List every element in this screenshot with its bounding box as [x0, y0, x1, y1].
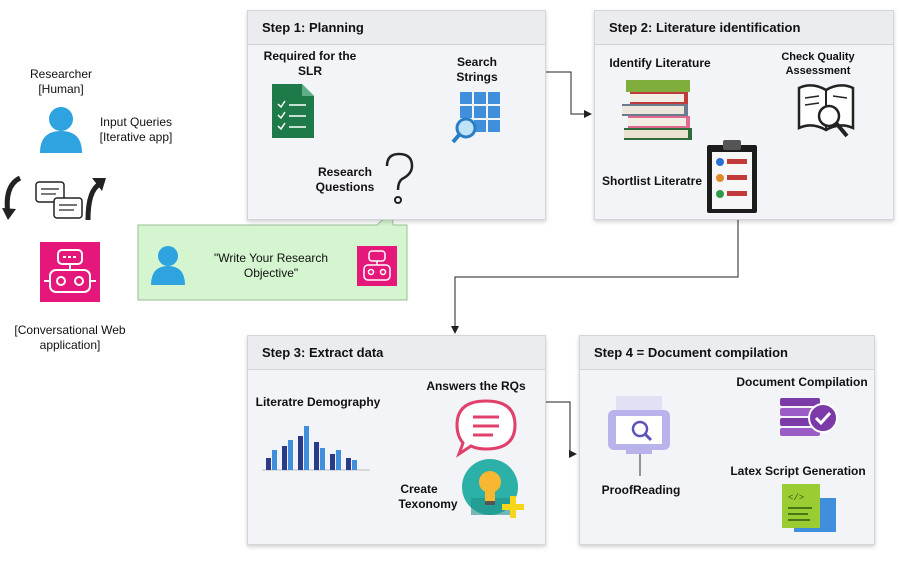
svg-text:</>: </>: [788, 493, 804, 503]
bubble-person-icon: [151, 246, 185, 285]
quality-assessment-line1: Check Quality: [781, 51, 855, 63]
research-questions-line2: Questions: [315, 180, 375, 194]
speech-bubble: [137, 209, 408, 301]
step4-title: Step 4 = Document compilation: [580, 336, 874, 370]
create-taxonomy-line2: Texonomy: [398, 497, 458, 511]
document-checklist-icon: [272, 84, 314, 138]
shortlist-literature-label: Shortlist Literatre: [601, 174, 703, 188]
book-magnifier-icon: [797, 84, 855, 138]
search-strings-line2: Strings: [456, 70, 498, 84]
idea-bulb-icon: [462, 459, 524, 518]
literature-demography-label: Literatre Demography: [255, 395, 381, 409]
iterative-app-label: [Iterative app]: [99, 130, 173, 144]
document-compilation-label: Document Compilation: [736, 375, 868, 389]
identify-literature-label: Identify Literature: [609, 56, 711, 70]
chatbot-robot-icon: [40, 242, 100, 302]
step3-title: Step 3: Extract data: [248, 336, 545, 370]
chat-bubble-icon: [455, 399, 517, 458]
answers-rqs-label: Answers the RQs: [426, 379, 526, 393]
bubble-text-line1: "Write Your Research: [213, 251, 329, 265]
clipboard-list-icon: [707, 140, 757, 213]
books-stack-icon: [622, 80, 692, 140]
bubble-text-line2: Objective": [243, 266, 299, 280]
stacked-layers-check-icon: [780, 398, 838, 436]
researcher-role: [Human]: [38, 82, 84, 96]
question-mark-icon: [385, 152, 414, 204]
search-grid-icon: [451, 92, 500, 144]
researcher-label: Researcher: [29, 67, 93, 81]
bubble-robot-icon: [357, 246, 397, 286]
step1-title: Step 1: Planning: [248, 11, 545, 45]
bar-chart-icon: [262, 426, 370, 471]
researcher-person-icon: [40, 107, 82, 153]
input-queries-label: Input Queries: [99, 115, 173, 129]
web-app-label-line1: [Conversational Web: [14, 323, 126, 337]
proofreading-label: ProofReading: [601, 483, 681, 497]
web-app-label-line2: application]: [39, 338, 101, 352]
code-document-icon: </>: [782, 484, 836, 532]
latex-generation-label: Latex Script Generation: [730, 464, 866, 478]
search-strings-line1: Search: [456, 55, 498, 69]
research-questions-line1: Research: [317, 165, 373, 179]
required-slr-line1: Required for the: [263, 49, 357, 63]
required-slr-line2: SLR: [298, 64, 322, 78]
chat-exchange-icon: [2, 172, 112, 224]
create-taxonomy-line1: Create: [400, 482, 438, 496]
monitor-search-icon: [608, 396, 670, 476]
step2-title: Step 2: Literature identification: [595, 11, 893, 45]
arrow-step2-to-step3: [451, 217, 739, 334]
arrow-step1-to-step2: [545, 71, 592, 118]
arrow-step3-to-step4: [545, 401, 577, 458]
quality-assessment-line2: Assessment: [785, 65, 851, 77]
